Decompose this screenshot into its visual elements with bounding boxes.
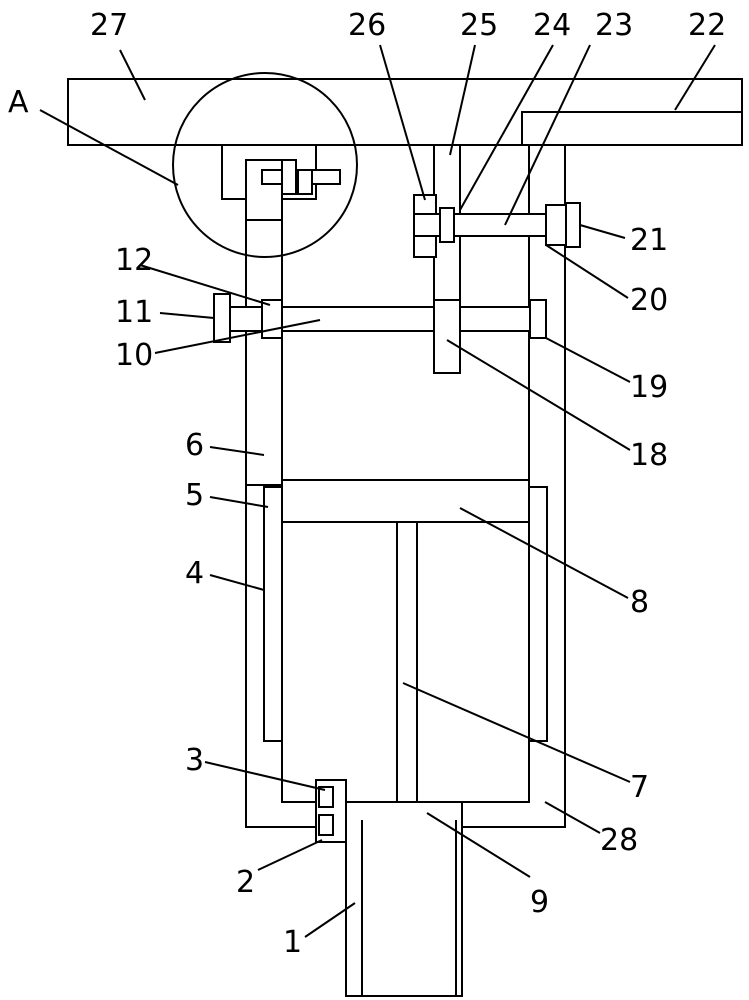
leader-6 (209, 446, 265, 456)
left-side-bar (263, 486, 283, 742)
label-24: 24 (533, 8, 571, 43)
label-6: 6 (185, 428, 204, 463)
leader-9 (426, 812, 531, 878)
outlet-pipe (345, 801, 463, 997)
upper-gear (439, 207, 455, 243)
label-20: 20 (630, 283, 668, 318)
label-a: A (8, 85, 29, 120)
clamp-nub-top (318, 786, 334, 808)
leader-23 (504, 44, 591, 226)
leader-20 (545, 244, 629, 299)
leader-4 (209, 574, 265, 591)
piston-rod (396, 521, 418, 803)
label-25: 25 (460, 8, 498, 43)
leader-2 (257, 839, 323, 871)
leader-28 (544, 801, 601, 834)
lower-knob (213, 293, 231, 343)
lower-bearing-right (529, 299, 547, 339)
leader-5 (209, 496, 269, 508)
label-7: 7 (630, 770, 649, 805)
label-10: 10 (115, 338, 153, 373)
leader-a (39, 109, 179, 186)
leader-8 (459, 507, 629, 599)
label-21: 21 (630, 223, 668, 258)
right-side-bar (528, 486, 548, 742)
label-28: 28 (600, 823, 638, 858)
upper-shaft (413, 213, 567, 237)
latch-nut-1 (281, 159, 297, 195)
label-11: 11 (115, 295, 153, 330)
leader-24 (459, 44, 554, 211)
label-9: 9 (530, 885, 549, 920)
clamp-nub-bottom (318, 814, 334, 836)
label-5: 5 (185, 478, 204, 513)
label-12: 12 (115, 243, 153, 278)
leader-12 (139, 264, 271, 306)
upper-bearing-right (545, 204, 567, 246)
label-18: 18 (630, 438, 668, 473)
leader-7 (402, 682, 631, 783)
label-19: 19 (630, 370, 668, 405)
label-23: 23 (595, 8, 633, 43)
leader-11 (159, 312, 215, 319)
leader-22 (674, 44, 716, 111)
label-4: 4 (185, 556, 204, 591)
lower-gear (433, 299, 461, 374)
top-plate-slot (521, 111, 742, 145)
leader-3 (204, 761, 326, 791)
leader-1 (304, 902, 356, 938)
leader-25 (449, 44, 476, 156)
leader-27 (119, 49, 146, 101)
piston-head (281, 479, 530, 523)
leader-26 (379, 44, 426, 201)
detail-circle-a (172, 72, 358, 258)
leader-10 (154, 319, 321, 354)
latch-nut-2 (297, 169, 313, 195)
label-27: 27 (90, 8, 128, 43)
label-26: 26 (348, 8, 386, 43)
upper-knob (565, 202, 581, 248)
leader-18 (446, 339, 631, 451)
label-8: 8 (630, 585, 649, 620)
leader-19 (545, 337, 631, 383)
label-1: 1 (283, 925, 302, 960)
label-3: 3 (185, 743, 204, 778)
leader-21 (579, 224, 626, 239)
lower-collar (261, 299, 283, 339)
label-2: 2 (236, 865, 255, 900)
label-22: 22 (688, 8, 726, 43)
